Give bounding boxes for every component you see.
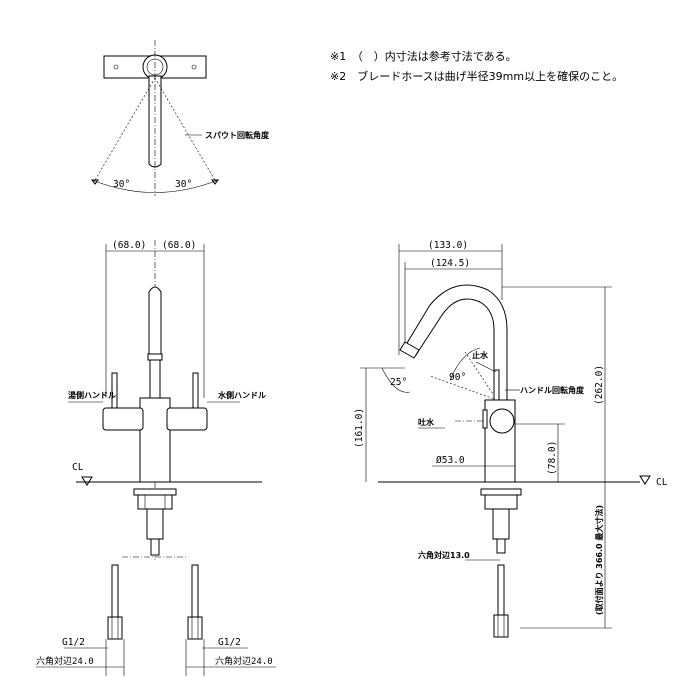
cold-hose — [191, 564, 199, 618]
front-body — [139, 397, 171, 483]
dim-reach-total: (133.0) — [428, 240, 468, 251]
front-dim-left: (68.0) — [112, 240, 146, 251]
angle-90: 90° — [449, 372, 466, 383]
top-angle-right: 30° — [175, 179, 192, 190]
hot-hose — [111, 564, 119, 618]
hex-right: 六角対辺24.0 — [215, 655, 273, 667]
note-2: ※2 ブレードホースは曲げ半径39mm以上を確保のこと。 — [330, 69, 623, 83]
dim-height-262: (262.0) — [594, 365, 605, 405]
side-cl-label: CL — [656, 477, 668, 488]
side-hex-nut — [493, 614, 509, 638]
cold-handle-label: 水側ハンドル — [217, 390, 266, 400]
dim-78: (78.0) — [547, 441, 558, 475]
front-dim-right: (68.0) — [162, 240, 196, 251]
dim-366: (取付面より 366.0 最大寸法) — [594, 505, 604, 615]
angle-90-arc — [449, 347, 481, 381]
cold-handle — [166, 407, 208, 431]
cold-hex-nut — [187, 616, 203, 640]
hex-left: 六角対辺24.0 — [36, 655, 94, 667]
dim-reach-spout: (124.5) — [430, 258, 470, 269]
side-view: (133.0) (124.5) 25° 90° 止水 ハンドル回転角度 吐水 (… — [354, 240, 668, 638]
angle-25-arc — [381, 367, 411, 393]
cold-handle-lever — [192, 372, 199, 412]
top-view-rotation-arc — [91, 179, 219, 193]
front-spout-tip — [147, 353, 163, 361]
side-spout-aerator — [399, 341, 420, 359]
top-view: 30° 30° スパウト回転角度 — [91, 40, 270, 196]
front-cl-label: CL — [72, 462, 84, 473]
discharge-label: 吐水 — [418, 417, 435, 427]
front-spout — [148, 286, 162, 361]
hot-handle — [102, 407, 144, 431]
thread-left: G1/2 — [62, 637, 85, 648]
hex-13: 六角対辺13.0 — [418, 550, 470, 560]
dim-height-161: (161.0) — [354, 408, 365, 448]
hot-hex-nut — [107, 616, 123, 640]
thread-right: G1/2 — [218, 637, 241, 648]
spout-rotation-label: スパウト回転角度 — [205, 130, 270, 140]
handle-rotation-label: ハンドル回転角度 — [520, 385, 585, 395]
side-hose — [497, 564, 505, 616]
dim-dia53: Ø53.0 — [436, 455, 465, 466]
front-view: (68.0) (68.0) 湯側ハンドル 水側ハンドル CL — [36, 240, 276, 676]
hot-handle-label: 湯側ハンドル — [68, 390, 116, 400]
side-handle-lever — [493, 369, 500, 403]
stop-label: 止水 — [472, 350, 489, 360]
angle-25: 25° — [390, 377, 407, 388]
side-handle-cap — [489, 408, 515, 434]
note-1: ※1 （ ）内寸法は参考寸法である。 — [330, 49, 517, 63]
top-angle-left: 30° — [113, 179, 130, 190]
